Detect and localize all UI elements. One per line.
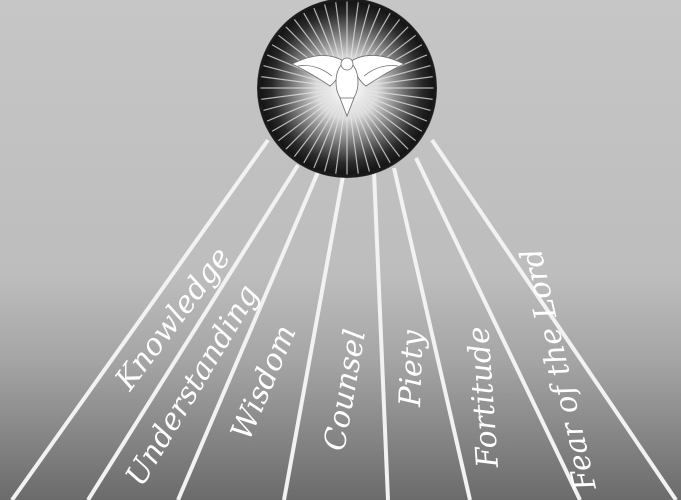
gift-label-piety: Piety <box>393 329 431 409</box>
dove-emblem <box>257 0 437 178</box>
